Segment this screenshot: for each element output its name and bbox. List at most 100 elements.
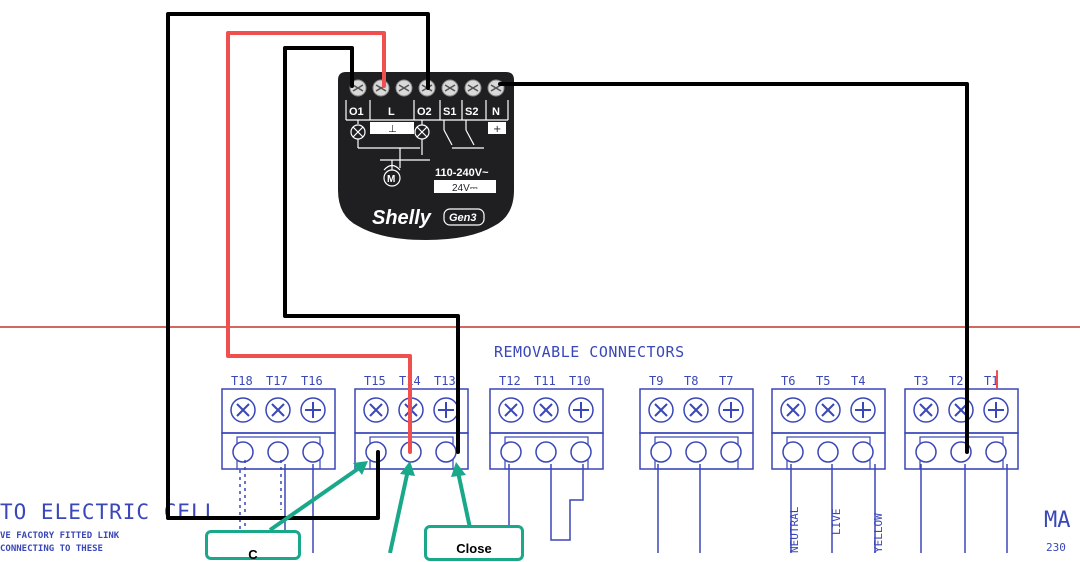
terminal-block: T18 T17 T16 [221,374,336,470]
wire-red-live [226,31,412,454]
screw-slot [539,403,553,417]
voltage-dc: 24V⎓ [452,183,478,194]
gen-badge [443,208,485,226]
screw-slot [369,403,383,417]
left-note-1: VE FACTORY FITTED LINK [0,531,120,541]
screw-slot [689,403,703,417]
n-symbol: + [493,124,501,135]
terminal-label: T11 [534,374,556,388]
terminal-socket [302,441,324,463]
brand-logo: Shelly [372,207,432,229]
screw-head [568,397,594,423]
terminal-label: T3 [914,374,928,388]
l-symbol-box [370,122,414,134]
callout-open-label: C [248,547,258,562]
screw-slot [236,403,250,417]
callout-arrows [268,461,472,553]
terminal-socket [267,441,289,463]
terminal-socket [852,441,874,463]
wires [166,12,998,520]
terminal-socket [570,441,592,463]
screw-head [718,397,744,423]
l-symbol: ⊥ [388,124,397,135]
wire-black-o1 [283,46,460,454]
shelly-device: O1 L O2 S1 S2 N ⊥ + [338,72,514,240]
terminal-label-l: L [388,106,395,118]
callout-open: C [205,530,301,562]
terminal-socket [985,441,1007,463]
screw-head [780,397,806,423]
vertical-label-neutral: NEUTRAL [788,506,801,553]
connectors-header: REMOVABLE CONNECTORS [494,343,685,361]
screw-head [683,397,709,423]
terminal-label: T8 [684,374,698,388]
screw-head [498,397,524,423]
terminal-label-o1: O1 [349,106,364,118]
internal-circuit [350,120,484,187]
right-subtitle: 230 [1046,541,1066,553]
screw-slot [352,84,364,92]
terminal-label: T16 [301,374,323,388]
terminal-socket [720,441,742,463]
terminal-socket [435,441,457,463]
callout-close-label: Close [456,541,492,556]
terminal-label: T4 [851,374,865,388]
terminal-label-s2: S2 [465,106,478,118]
terminal-block: T3 T2 T1 [904,374,1019,470]
terminal-socket [500,441,522,463]
terminal-label-o2: O2 [417,106,432,118]
terminal-label-n: N [492,106,500,118]
screw-head [363,397,389,423]
left-title: TO ELECTRIC CELL [0,500,218,524]
terminal-label: T13 [434,374,456,388]
screw-slot [271,403,285,417]
right-title: MA [1044,508,1071,533]
screw-slot [490,84,502,92]
terminal-label: T2 [949,374,963,388]
terminal-socket [535,441,557,463]
voltage-label: 110-240V~ [435,167,489,179]
screw-head [850,397,876,423]
terminal-label: T9 [649,374,663,388]
terminal-socket [915,441,937,463]
screw-head [230,397,256,423]
wire-black-neutral [498,82,969,454]
terminal-label: T5 [816,374,830,388]
callout-close: Close [424,525,524,561]
terminal-label: T18 [231,374,253,388]
screw-slot [467,84,479,92]
terminal-block: T6 T5 T4 [771,374,886,470]
vertical-label-yellow: YELLOW [872,513,885,553]
screw-slot [919,403,933,417]
terminal-label: T1 [984,374,998,388]
screw-head [533,397,559,423]
wire-black-outer [166,12,430,520]
n-symbol-box [488,122,506,134]
voltage-box [434,180,496,193]
screw-slot [504,403,518,417]
device-body [338,72,514,240]
screw-head [300,397,326,423]
screw-head [265,397,291,423]
screw-head [983,397,1009,423]
terminal-label: T12 [499,374,521,388]
terminal-label-s1: S1 [443,106,456,118]
terminal-socket [650,441,672,463]
screw-head [948,397,974,423]
terminal-socket [232,441,254,463]
motor-label: M [387,174,395,185]
terminal-socket [817,441,839,463]
terminal-label: T6 [781,374,795,388]
terminal-socket [782,441,804,463]
screw-slot [654,403,668,417]
screw-slot [398,84,410,92]
terminal-socket [685,441,707,463]
terminal-label: T17 [266,374,288,388]
screw-slot [786,403,800,417]
terminal-label: T15 [364,374,386,388]
schematic-leads [239,460,1008,553]
screw-head [913,397,939,423]
